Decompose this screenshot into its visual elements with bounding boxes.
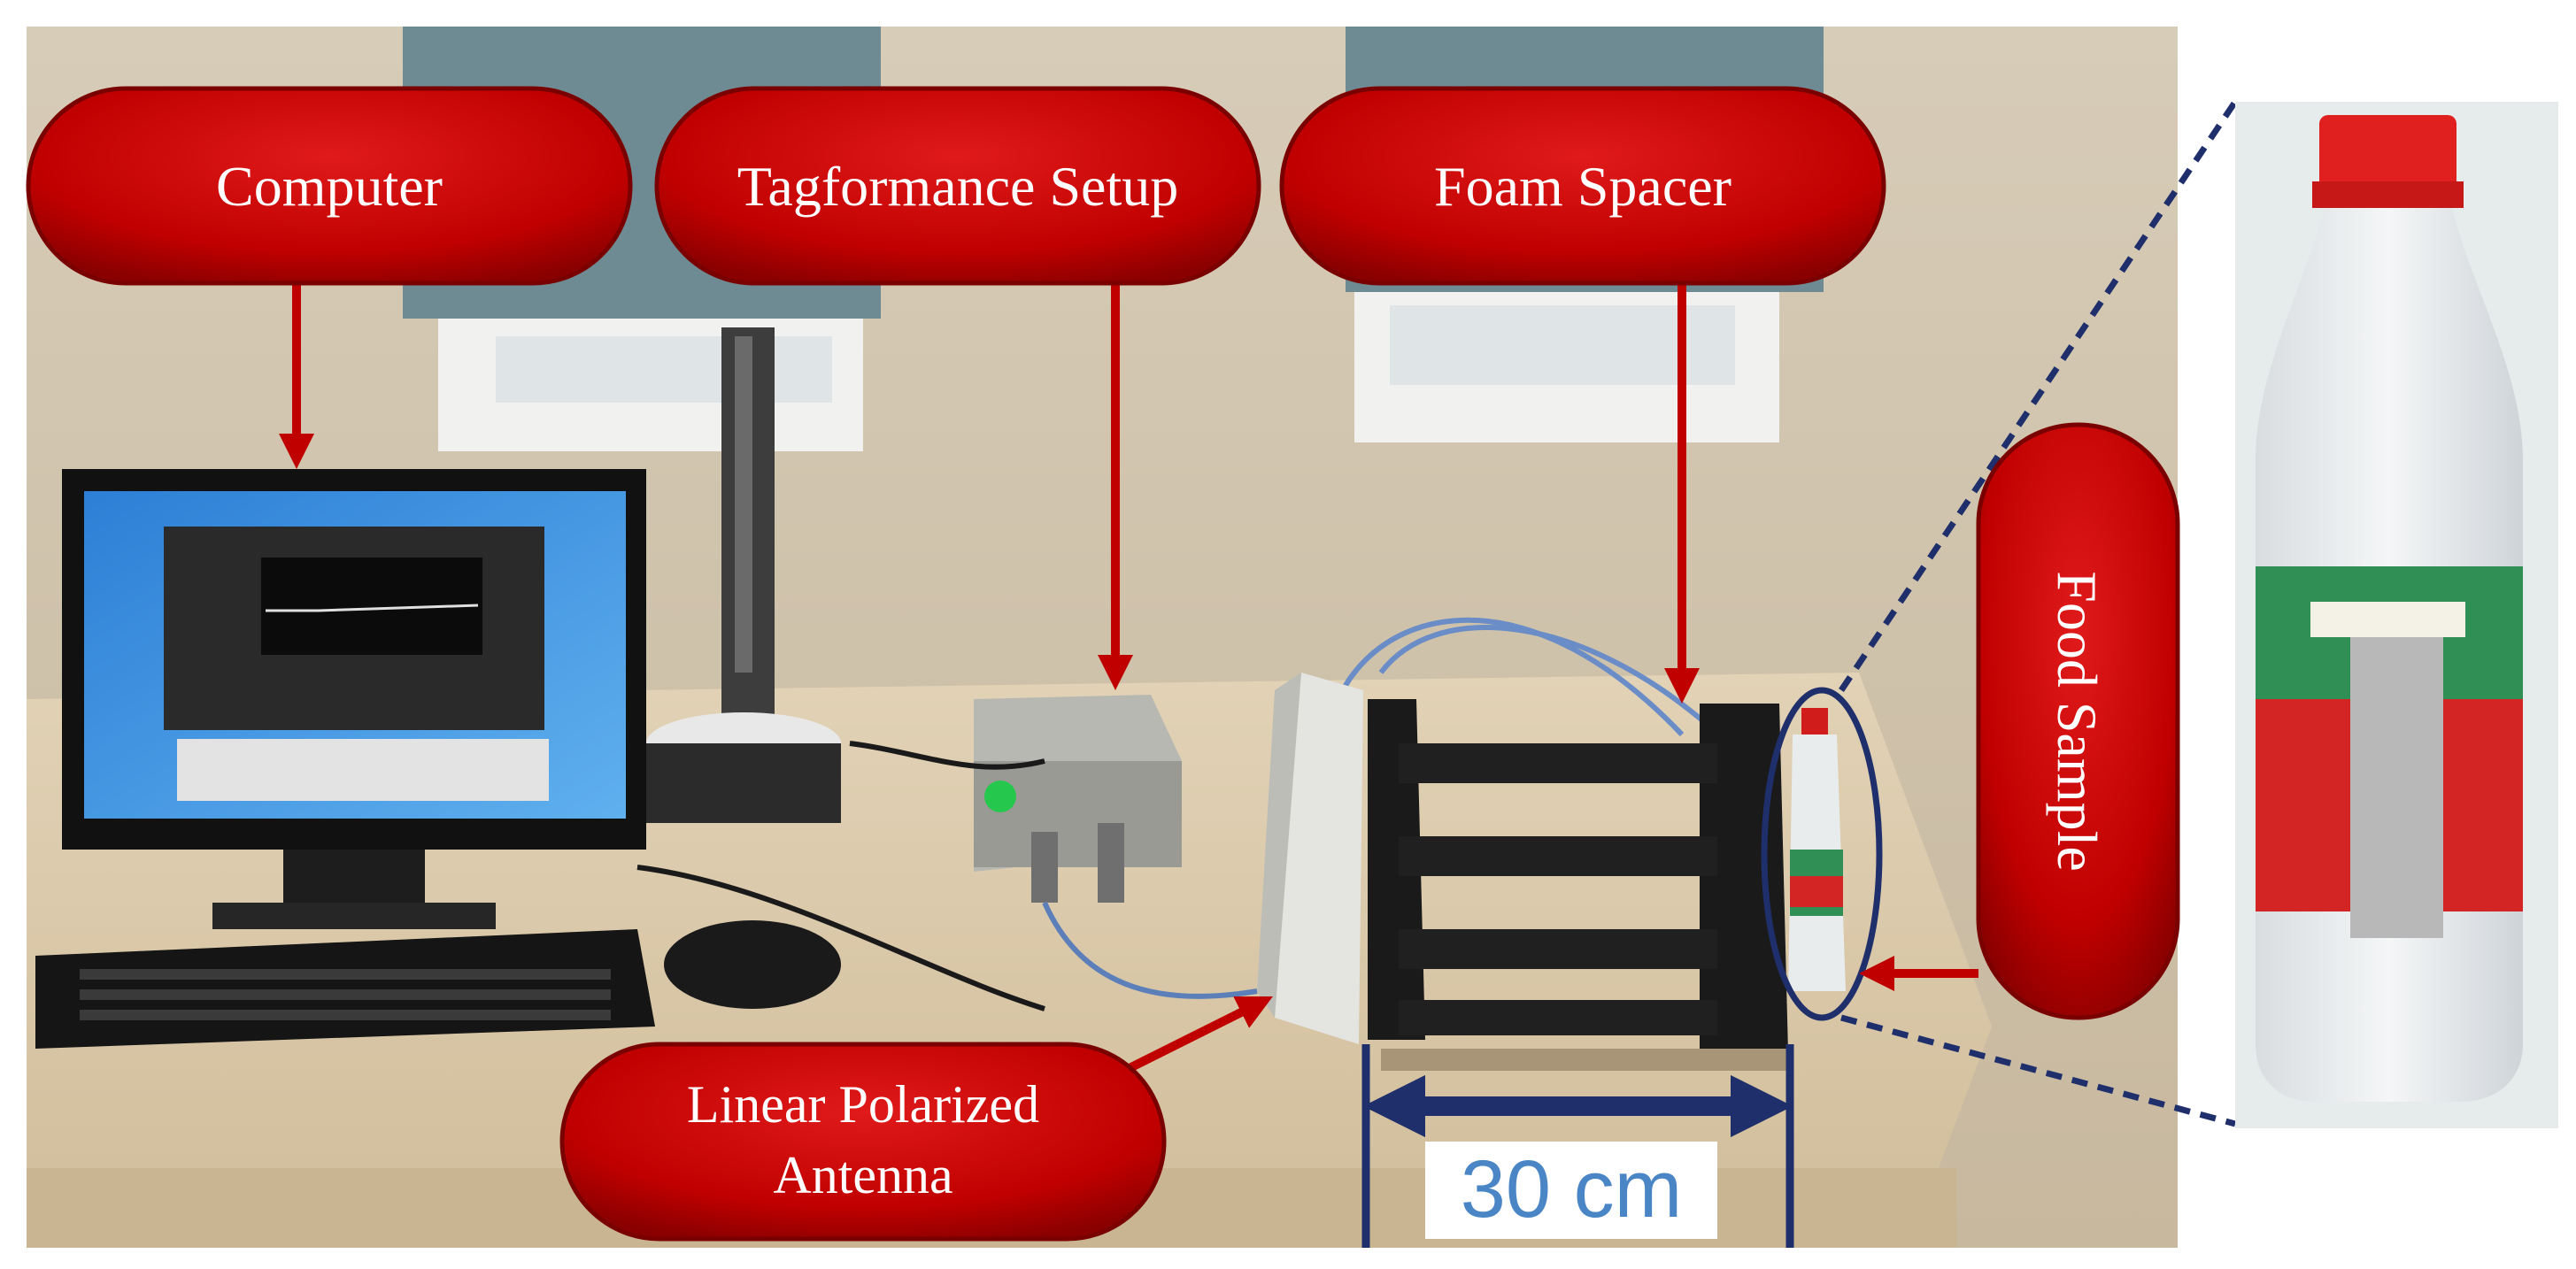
food-sample-bottle-small xyxy=(1788,708,1846,991)
label-computer: Computer xyxy=(216,155,443,218)
label-antenna-line2: Antenna xyxy=(773,1146,953,1204)
callout-tagformance: Tagformance Setup xyxy=(654,86,1261,286)
lamp-stand xyxy=(646,327,841,823)
callout-computer: Computer xyxy=(26,86,633,286)
arrow-antenna xyxy=(1122,996,1273,1075)
label-foam-spacer: Foam Spacer xyxy=(1434,155,1731,218)
label-antenna-line1: Linear Polarized xyxy=(687,1075,1039,1134)
tagformance-device xyxy=(974,695,1182,903)
label-food-sample: Food Sample xyxy=(2046,571,2109,872)
dimension-label: 30 cm xyxy=(1461,1144,1683,1234)
callout-food-sample: Food Sample xyxy=(1976,422,2180,1020)
zoom-connector-lines xyxy=(1839,100,2238,1127)
callout-arrows xyxy=(279,283,1978,1075)
dimension-annotation: 30 cm xyxy=(1361,1044,1794,1248)
mouse-pad xyxy=(664,920,841,1009)
antenna-panel xyxy=(1257,673,1363,1044)
keyboard xyxy=(35,929,655,1049)
bottle-zoom-inset xyxy=(2235,102,2558,1128)
label-tagformance: Tagformance Setup xyxy=(737,155,1178,218)
sample-highlight-ellipse xyxy=(1761,687,1883,1021)
callout-foam-spacer: Foam Spacer xyxy=(1279,86,1886,286)
computer-monitor xyxy=(62,469,646,929)
foam-spacer xyxy=(1368,699,1788,1071)
callout-antenna: Linear Polarized Antenna xyxy=(559,1042,1167,1242)
